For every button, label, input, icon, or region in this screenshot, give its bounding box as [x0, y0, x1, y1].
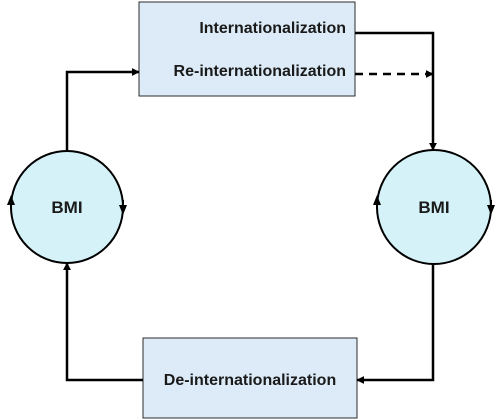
top-box: Internationalization Re-internationaliza…: [138, 1, 356, 97]
de-internationalization-label: De-internationalization: [164, 372, 336, 389]
internationalization-label: Internationalization: [199, 20, 346, 37]
right-bmi-node: BMI: [373, 149, 495, 265]
right-bmi-label: BMI: [418, 198, 449, 217]
arrow-left-bmi-to-top-box: [65, 68, 140, 151]
bottom-box: De-internationalization: [142, 337, 358, 419]
top-box-frame: [138, 1, 356, 97]
left-bmi-node: BMI: [7, 150, 127, 264]
arrow-bottom-box-to-left-bmi: [63, 262, 143, 382]
arrow-internationalization-to-right-bmi: [355, 31, 437, 151]
re-internationalization-label: Re-internationalization: [174, 63, 346, 80]
left-bmi-label: BMI: [51, 198, 82, 217]
bottom-box-frame: [142, 337, 358, 419]
arrow-right-bmi-to-bottom-box: [356, 264, 435, 384]
